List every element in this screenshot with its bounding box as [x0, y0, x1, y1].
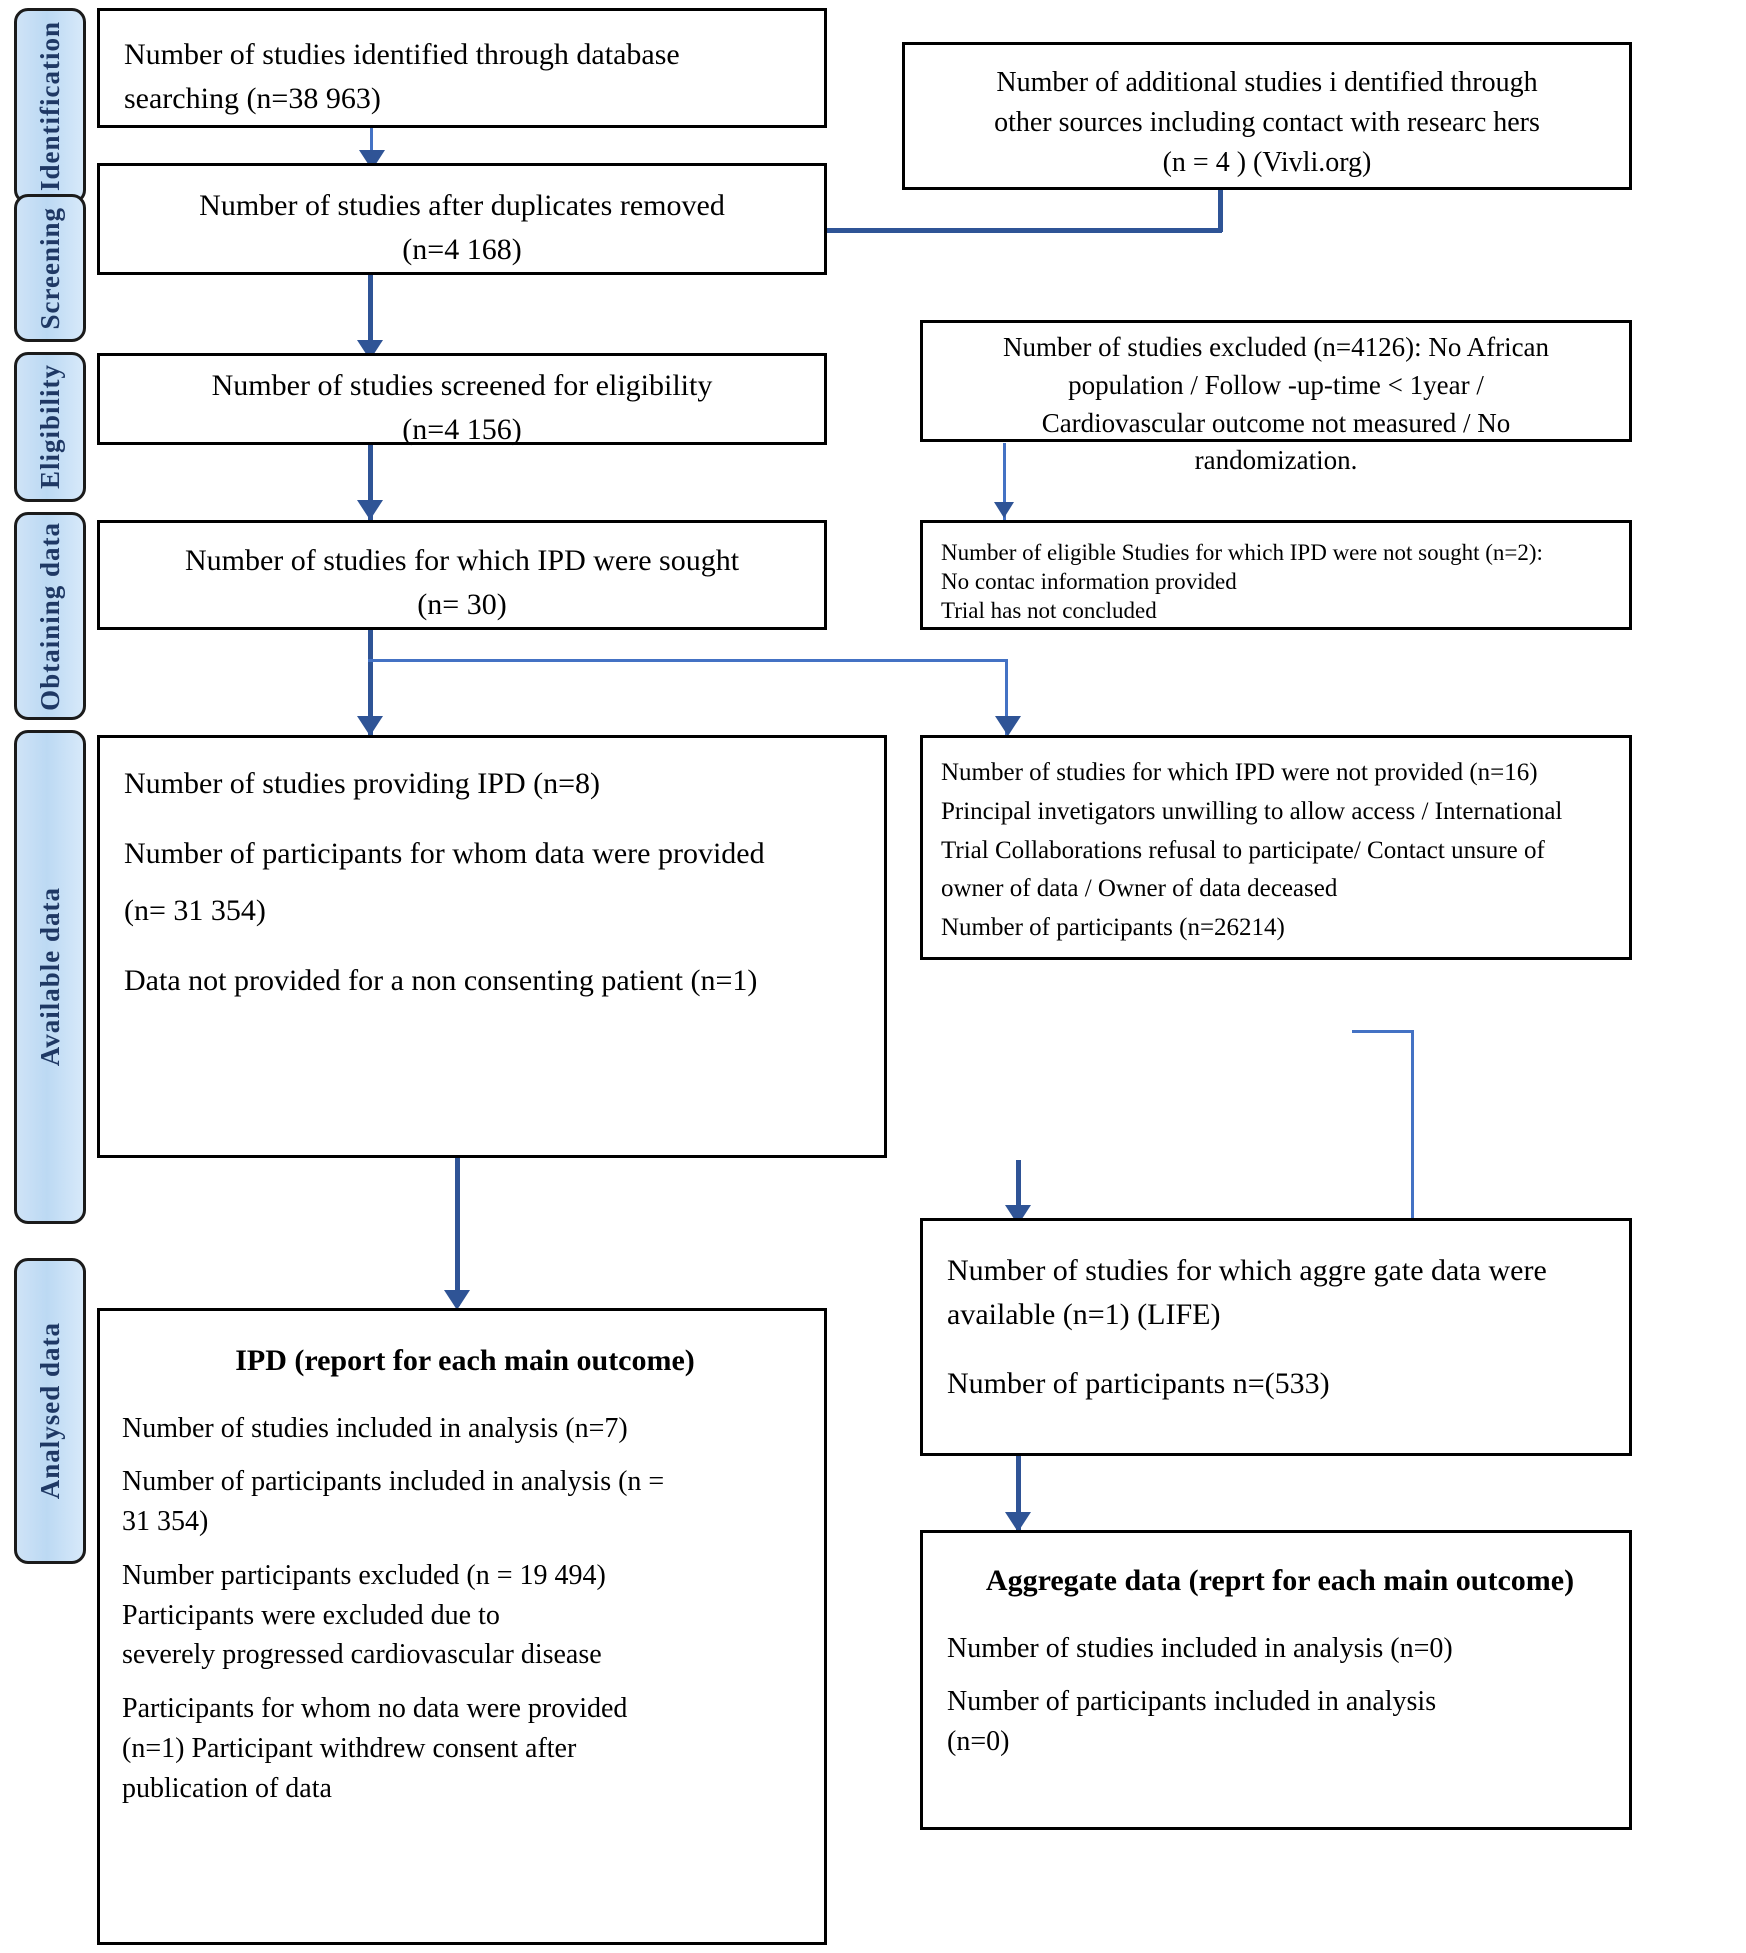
- connector-loop-top: [1352, 1030, 1414, 1033]
- connector-not-provided-to-aggregate: [1016, 1160, 1021, 1220]
- box-duplicates-removed: Number of studies after duplicates remov…: [97, 163, 827, 275]
- ipd-report-line-6: severely progressed cardiovascular disea…: [122, 1639, 602, 1671]
- aggregate-report-line-3: (n=0): [947, 1726, 1010, 1757]
- ipd-not-provided-line-3: Trial Collaborations refusal to particip…: [941, 836, 1545, 864]
- box-ipd-not-provided: Number of studies for which IPD were not…: [920, 735, 1632, 960]
- aggregate-available-line-2: available (n=1) (LIFE): [947, 1297, 1221, 1331]
- connector-additional-vertical: [1218, 190, 1223, 232]
- ipd-not-sought-line-1: Number of eligible Studies for which IPD…: [941, 540, 1543, 565]
- screened-eligibility-line-2: (n=4 156): [402, 412, 522, 446]
- box-aggregate-report: Aggregate data (reprt for each main outc…: [920, 1530, 1632, 1830]
- studies-excluded-line-2: population / Follow -up-time < 1year /: [1068, 369, 1484, 400]
- connector-aggregate-to-report: [1016, 1456, 1021, 1530]
- aggregate-report-line-1: Number of studies included in analysis (…: [947, 1632, 1453, 1664]
- ipd-report-line-9: publication of data: [122, 1772, 332, 1804]
- ipd-report-line-3: 31 354): [122, 1506, 209, 1537]
- connector-loop-vertical: [1411, 1030, 1414, 1332]
- arrowhead-to-ipd-not-provided: [995, 716, 1021, 736]
- connector-split-horizontal: [368, 659, 1008, 662]
- arrowhead-to-ipd-provided: [357, 716, 383, 736]
- stage-screening-label: Screening: [34, 206, 65, 330]
- connector-sought-down: [368, 630, 373, 736]
- box-screened-eligibility: Number of studies screened for eligibili…: [97, 353, 827, 446]
- ipd-provided-line-3: (n= 31 354): [124, 894, 266, 927]
- stage-obtaining-data-label: Obtaining data: [34, 521, 65, 711]
- ipd-provided-line-2: Number of participants for whom data wer…: [124, 836, 765, 870]
- ipd-report-line-8: (n=1) Participant withdrew consent after: [122, 1732, 577, 1764]
- box-ipd-report: IPD (report for each main outcome) Numbe…: [97, 1308, 827, 1945]
- box-ipd-sought: Number of studies for which IPD were sou…: [97, 520, 827, 630]
- aggregate-report-title: Aggregate data (reprt for each main outc…: [985, 1564, 1575, 1597]
- identified-database-line-2: searching (n=38 963): [124, 81, 381, 115]
- ipd-not-provided-line-1: Number of studies for which IPD were not…: [941, 759, 1538, 786]
- stage-identification: Identification: [14, 8, 86, 204]
- stage-available-data: Available data: [14, 730, 86, 1224]
- aggregate-report-line-2: Number of participants included in analy…: [947, 1686, 1437, 1718]
- studies-excluded-line-3: Cardiovascular outcome not measured / No: [1041, 407, 1511, 438]
- studies-excluded-line-4: randomization.: [1194, 445, 1358, 476]
- stage-eligibility: Eligibility: [14, 352, 86, 502]
- duplicates-removed-line-2: (n=4 168): [402, 232, 522, 266]
- arrowhead-screened-to-ipd-sought: [357, 500, 383, 520]
- connector-split-right-down: [1005, 659, 1008, 737]
- box-ipd-not-sought: Number of eligible Studies for which IPD…: [920, 520, 1632, 630]
- additional-sources-line-1: Number of additional studies i dentified…: [996, 67, 1538, 98]
- stage-identification-label: Identification: [34, 20, 65, 191]
- connector-additional-horizontal: [690, 228, 1222, 233]
- aggregate-available-line-1: Number of studies for which aggre gate d…: [947, 1254, 1547, 1287]
- connector-excluded-to-not-sought: [1003, 443, 1006, 521]
- stage-eligibility-label: Eligibility: [34, 364, 65, 490]
- arrowhead-provided-to-report: [444, 1290, 470, 1310]
- connector-duplicates-to-screened: [368, 275, 373, 353]
- stage-analysed-data: Analysed data: [14, 1258, 86, 1564]
- ipd-not-provided-line-5: Number of participants (n=26214): [941, 914, 1285, 941]
- ipd-report-line-2: Number of participants included in analy…: [122, 1466, 665, 1498]
- studies-excluded-line-1: Number of studies excluded (n=4126): No …: [1002, 332, 1550, 362]
- ipd-not-provided-line-2: Principal invetigators unwilling to allo…: [941, 797, 1563, 825]
- box-ipd-provided: Number of studies providing IPD (n=8) Nu…: [97, 735, 887, 1158]
- screened-eligibility-line-1: Number of studies screened for eligibili…: [211, 369, 713, 402]
- additional-sources-line-2: other sources including contact with res…: [994, 106, 1540, 138]
- ipd-not-sought-line-2: No contac information provided: [941, 568, 1237, 594]
- arrowhead-aggregate-to-report: [1005, 1512, 1031, 1532]
- ipd-report-line-4: Number participants excluded (n = 19 494…: [122, 1559, 606, 1591]
- additional-sources-line-3: (n = 4 ) (Vivli.org): [1162, 146, 1372, 178]
- ipd-sought-line-1: Number of studies for which IPD were sou…: [184, 544, 740, 577]
- ipd-report-line-7: Participants for whom no data were provi…: [122, 1693, 628, 1724]
- box-identified-database: Number of studies identified through dat…: [97, 8, 827, 128]
- identified-database-line-1: Number of studies identified through dat…: [124, 38, 680, 71]
- stage-available-data-label: Available data: [34, 887, 65, 1067]
- ipd-provided-line-4: Data not provided for a non consenting p…: [124, 963, 758, 997]
- stage-obtaining-data: Obtaining data: [14, 512, 86, 720]
- aggregate-available-line-3: Number of participants n=(533): [947, 1367, 1330, 1400]
- connector-identified-to-duplicates: [370, 124, 373, 164]
- ipd-report-line-5: Participants were excluded due to: [122, 1599, 500, 1631]
- stage-screening: Screening: [14, 194, 86, 342]
- ipd-not-sought-line-3: Trial has not concluded: [941, 597, 1157, 623]
- ipd-report-title: IPD (report for each main outcome): [235, 1344, 695, 1377]
- ipd-report-line-1: Number of studies included in analysis (…: [122, 1412, 628, 1444]
- connector-provided-to-report: [455, 1158, 460, 1306]
- duplicates-removed-line-1: Number of studies after duplicates remov…: [199, 189, 725, 222]
- box-aggregate-available: Number of studies for which aggre gate d…: [920, 1218, 1632, 1456]
- box-additional-sources: Number of additional studies i dentified…: [902, 42, 1632, 190]
- stage-analysed-data-label: Analysed data: [34, 1322, 65, 1500]
- arrowhead-excluded-to-not-sought: [994, 502, 1014, 518]
- box-studies-excluded: Number of studies excluded (n=4126): No …: [920, 320, 1632, 475]
- ipd-not-provided-line-4: owner of data / Owner of data deceased: [941, 875, 1338, 903]
- connector-screened-to-ipd-sought: [368, 445, 373, 521]
- ipd-sought-line-2: (n= 30): [417, 587, 507, 621]
- ipd-provided-line-1: Number of studies providing IPD (n=8): [124, 767, 601, 800]
